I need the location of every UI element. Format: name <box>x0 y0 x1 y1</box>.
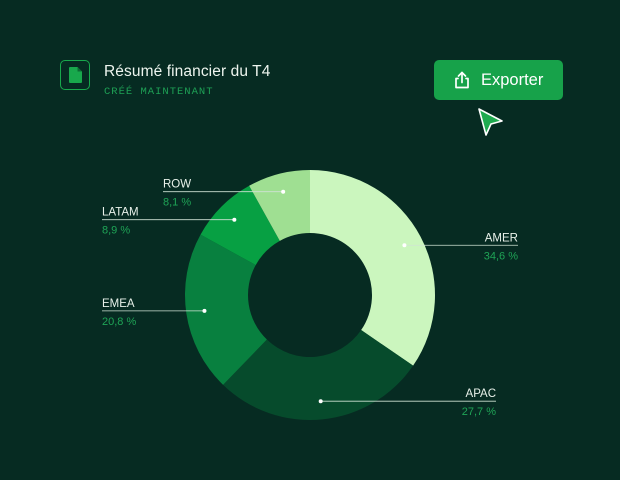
slice-label-row: ROW <box>163 179 191 191</box>
leader-dot-row <box>281 189 286 194</box>
slice-value-apac: 27,7 % <box>462 406 496 418</box>
document-icon <box>60 60 90 90</box>
donut-slice-row <box>249 170 310 241</box>
export-button[interactable]: Exporter <box>434 60 563 100</box>
donut-labels: AMER 34,6 % APAC 27,7 % EMEA 20,8 % LATAM 8,9 %… <box>102 179 518 418</box>
leader-dot-apac <box>318 399 323 404</box>
slice-value-amer: 34,6 % <box>484 250 518 262</box>
slice-label-emea: EMEA <box>102 298 135 310</box>
pointer-cursor-icon <box>474 106 506 140</box>
slice-value-row: 8,1 % <box>163 197 191 209</box>
donut-slice-emea <box>185 234 267 385</box>
leader-dot-amer <box>402 243 407 248</box>
donut-slice-latam <box>200 185 280 266</box>
donut-slices <box>185 170 436 421</box>
leader-dot-latam <box>232 217 237 222</box>
slice-value-latam: 8,9 % <box>102 225 130 237</box>
created-timestamp: CRÉÉ MAINTENANT <box>104 86 214 98</box>
slice-label-apac: APAC <box>466 388 496 400</box>
slice-label-latam: LATAM <box>102 207 139 219</box>
donut-slice-apac <box>223 330 414 421</box>
slice-label-amer: AMER <box>485 232 518 244</box>
donut-slice-amer <box>310 170 436 366</box>
share-upload-icon <box>452 70 472 90</box>
leader-dot-emea <box>202 308 207 313</box>
page-title: Résumé financier du T4 <box>104 63 271 80</box>
export-button-label: Exporter <box>481 70 544 89</box>
slice-value-emea: 20,8 % <box>102 316 136 328</box>
